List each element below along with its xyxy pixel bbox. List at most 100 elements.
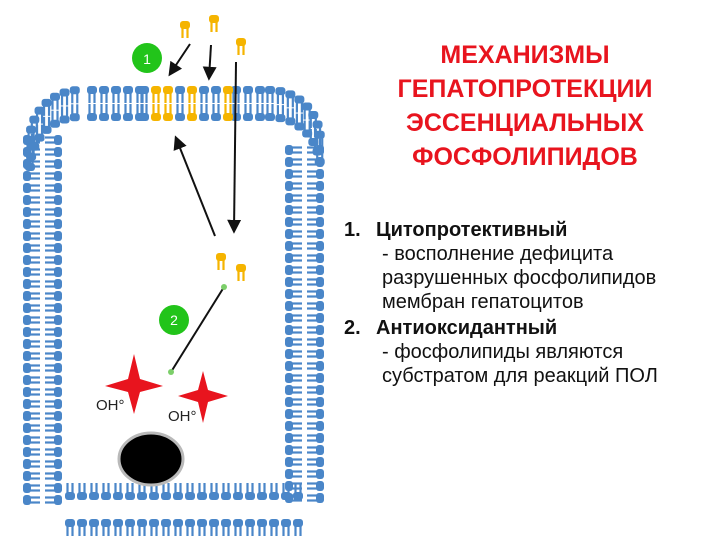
membrane-phospholipid [45, 255, 62, 265]
membrane-phospholipid [34, 106, 45, 124]
mechanism-item: 1. Цитопротективный - восполнение дефици… [340, 218, 710, 314]
membrane-phospholipid [59, 106, 70, 124]
inserted-phospholipid [223, 104, 233, 121]
membrane-phospholipid [50, 92, 60, 110]
membrane-phospholipid [285, 145, 302, 155]
membrane-phospholipid [23, 267, 40, 277]
membrane-phospholipid [23, 363, 40, 373]
membrane-phospholipid [285, 349, 302, 359]
membrane-phospholipid [59, 88, 70, 106]
cell-membrane [23, 86, 325, 536]
membrane-phospholipid [285, 457, 302, 467]
membrane-phospholipid [45, 351, 62, 361]
free-phospholipid [236, 264, 246, 281]
membrane-phospholipid [185, 519, 195, 536]
membrane-phospholipid [243, 86, 253, 103]
membrane-phospholipid [99, 86, 109, 103]
membrane-phospholipid [285, 90, 296, 108]
mechanism-number: 1. [344, 219, 361, 241]
membrane-phospholipid [307, 169, 324, 179]
membrane-phospholipid [275, 87, 286, 105]
membrane-phospholipid [23, 399, 40, 409]
membrane-phospholipid [255, 104, 265, 121]
membrane-phospholipid [285, 397, 302, 407]
membrane-phospholipid [307, 289, 324, 299]
membrane-phospholipid [285, 337, 302, 347]
membrane-phospholipid [209, 483, 219, 500]
membrane-phospholipid [45, 363, 62, 373]
nucleus [117, 431, 185, 487]
membrane-phospholipid [45, 303, 62, 313]
membrane-phospholipid [175, 86, 185, 103]
title-line: ГЕПАТОПРОТЕКЦИИ [397, 75, 653, 103]
membrane-phospholipid [45, 291, 62, 301]
membrane-phospholipid [302, 120, 313, 138]
membrane-phospholipid [50, 110, 60, 128]
membrane-phospholipid [307, 397, 324, 407]
membrane-phospholipid [307, 277, 324, 287]
membrane-phospholipid [185, 483, 195, 500]
free-phospholipid [180, 21, 190, 38]
membrane-phospholipid [285, 265, 302, 275]
membrane-phospholipid [137, 519, 147, 536]
membrane-phospholipid [257, 483, 267, 500]
membrane-phospholipid [45, 147, 62, 157]
inserted-phospholipid [187, 86, 197, 103]
membrane-phospholipid [285, 325, 302, 335]
mechanism-name: Антиоксидантный [376, 317, 558, 339]
membrane-phospholipid [45, 171, 62, 181]
inserted-phospholipid [163, 86, 173, 103]
membrane-phospholipid [23, 231, 40, 241]
arrow-to-radical [170, 286, 225, 373]
arrow-move-down [227, 61, 242, 234]
membrane-phospholipid [307, 301, 324, 311]
membrane-phospholipid [294, 95, 305, 113]
badge-2: 2 [159, 305, 189, 335]
membrane-phospholipid [199, 86, 209, 103]
membrane-phospholipid [285, 385, 302, 395]
membrane-phospholipid [245, 519, 255, 536]
membrane-phospholipid [45, 231, 62, 241]
membrane-phospholipid [45, 411, 62, 421]
membrane-phospholipid [307, 229, 324, 239]
membrane-phospholipid [257, 519, 267, 536]
membrane-phospholipid [307, 205, 324, 215]
membrane-phospholipid [307, 469, 324, 479]
membrane-phospholipid [161, 483, 171, 500]
membrane-phospholipid [294, 113, 305, 131]
free-phospholipids [180, 15, 246, 281]
membrane-phospholipid [285, 205, 302, 215]
membrane-phospholipid [69, 104, 80, 122]
membrane-phospholipid [211, 104, 221, 121]
membrane-phospholipid [307, 265, 324, 275]
inserted-phospholipid [151, 104, 161, 121]
membrane-phospholipid [285, 157, 302, 167]
membrane-phospholipid [307, 385, 324, 395]
mechanism-description: - фосфолипиды являются субстратом для ре… [382, 341, 658, 387]
membrane-phospholipid [285, 313, 302, 323]
membrane-phospholipid [23, 351, 40, 361]
membrane-phospholipid [45, 435, 62, 445]
membrane-phospholipid [23, 327, 40, 337]
membrane-phospholipid [285, 277, 302, 287]
membrane-phospholipid [285, 361, 302, 371]
membrane-phospholipid [285, 108, 296, 126]
membrane-phospholipid [285, 373, 302, 383]
membrane-phospholipid [45, 495, 62, 505]
membrane-phospholipid [23, 495, 40, 505]
membrane-phospholipid [23, 387, 40, 397]
membrane-phospholipid [45, 159, 62, 169]
membrane-phospholipid [285, 241, 302, 251]
membrane-phospholipid [293, 519, 303, 536]
free-phospholipid [216, 253, 226, 270]
membrane-phospholipid [275, 105, 286, 123]
membrane-phospholipid [285, 421, 302, 431]
membrane-phospholipid [285, 193, 302, 203]
inserted-phospholipid [151, 86, 161, 103]
membrane-phospholipid [23, 207, 40, 217]
membrane-phospholipid [45, 219, 62, 229]
radical-label-left: OH° [96, 397, 125, 414]
membrane-phospholipid [45, 135, 62, 145]
membrane-phospholipid [45, 207, 62, 217]
